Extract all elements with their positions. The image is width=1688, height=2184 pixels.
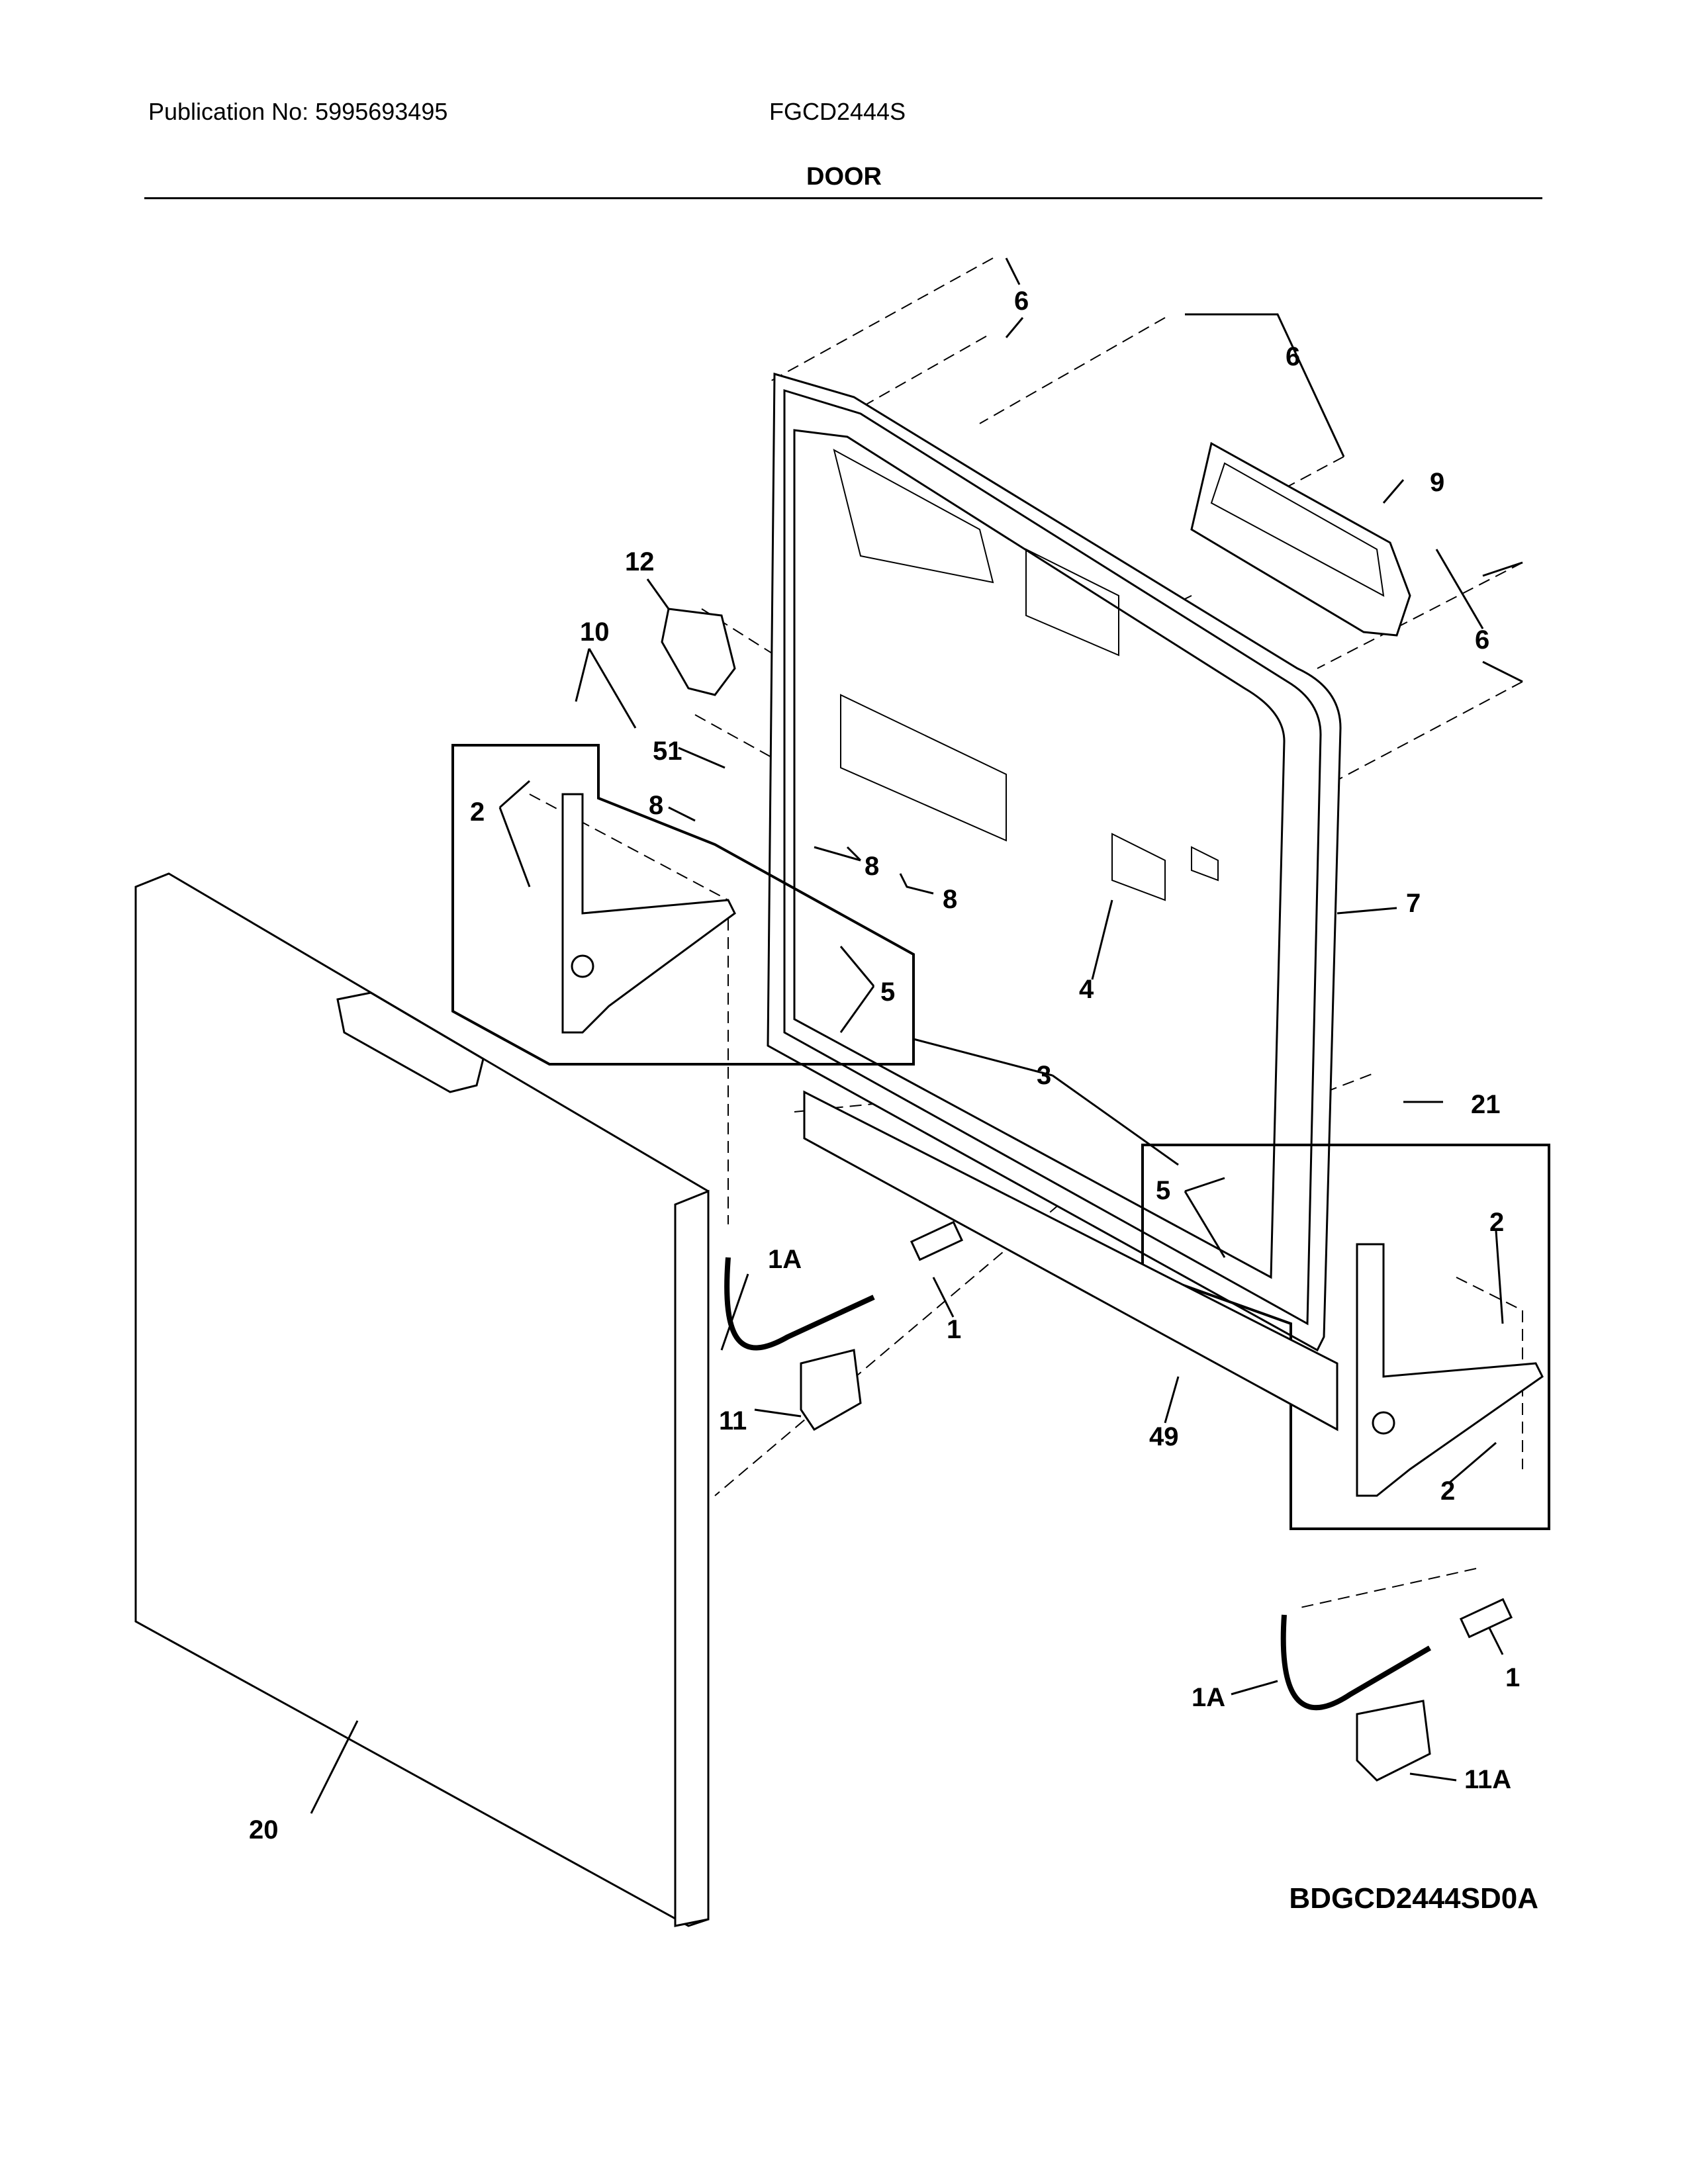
door-spring-left: [910, 1220, 964, 1261]
left-hinge-assembly: [451, 744, 915, 1066]
diagram-code: BDGCD2444SD0A: [1289, 1882, 1538, 1915]
model-number: FGCD2444S: [769, 98, 906, 125]
callout-label: 8: [865, 852, 879, 881]
control-module: [1190, 441, 1411, 637]
callout-label: 9: [1430, 468, 1444, 497]
callout-label: 51: [653, 737, 682, 766]
callout-label: 5: [1156, 1176, 1170, 1205]
callout-label: 11A: [1464, 1765, 1511, 1794]
outer-door-panel: [134, 872, 710, 1927]
callout-label: 12: [625, 547, 655, 576]
callout-label: 5: [880, 978, 895, 1007]
callout-label: 1: [1505, 1663, 1520, 1692]
hinge-bracket-left-lower: [800, 1349, 862, 1431]
callout-label: 6: [1286, 342, 1300, 371]
callout-label: 1: [947, 1315, 961, 1344]
callout-label: 2: [1440, 1477, 1455, 1506]
callout-label: 1A: [1192, 1683, 1225, 1712]
callout-label: 1A: [768, 1245, 802, 1274]
hinge-bracket-right-lower: [1356, 1700, 1431, 1782]
callout-labels: 6 6 9 6 12 10 51 8 8 8 2 7 4 5 3 21 5 2 …: [249, 287, 1520, 1844]
callout-label: 8: [943, 885, 957, 914]
door-cable-left: [724, 1257, 875, 1351]
callout-label: 6: [1014, 287, 1029, 316]
section-title: DOOR: [806, 163, 882, 191]
callout-label: 4: [1079, 975, 1094, 1004]
callout-label: 11: [719, 1406, 747, 1435]
callout-label: 3: [1037, 1061, 1051, 1090]
callout-leader-lines: [310, 257, 1523, 1814]
right-hinge-bracket: [1356, 1243, 1544, 1497]
callout-label: 10: [580, 617, 610, 647]
inner-door-panel: [767, 373, 1342, 1352]
callout-label: 6: [1475, 625, 1489, 655]
door-cable-right: [1280, 1614, 1432, 1711]
left-hinge-bracket: [561, 793, 736, 1034]
callout-label: 20: [249, 1815, 279, 1844]
header-divider: [144, 197, 1542, 199]
callout-label: 21: [1471, 1090, 1501, 1119]
callout-label: 2: [1489, 1208, 1504, 1237]
publication-number: Publication No: 5995693495: [148, 98, 448, 125]
callout-label: 2: [470, 797, 485, 827]
callout-label: 8: [649, 791, 663, 820]
door-spring-right: [1459, 1598, 1513, 1639]
door-latch: [661, 608, 736, 696]
callout-label: 49: [1149, 1422, 1179, 1451]
kickplate-rail: [803, 1090, 1338, 1432]
callout-label: 7: [1406, 889, 1421, 918]
